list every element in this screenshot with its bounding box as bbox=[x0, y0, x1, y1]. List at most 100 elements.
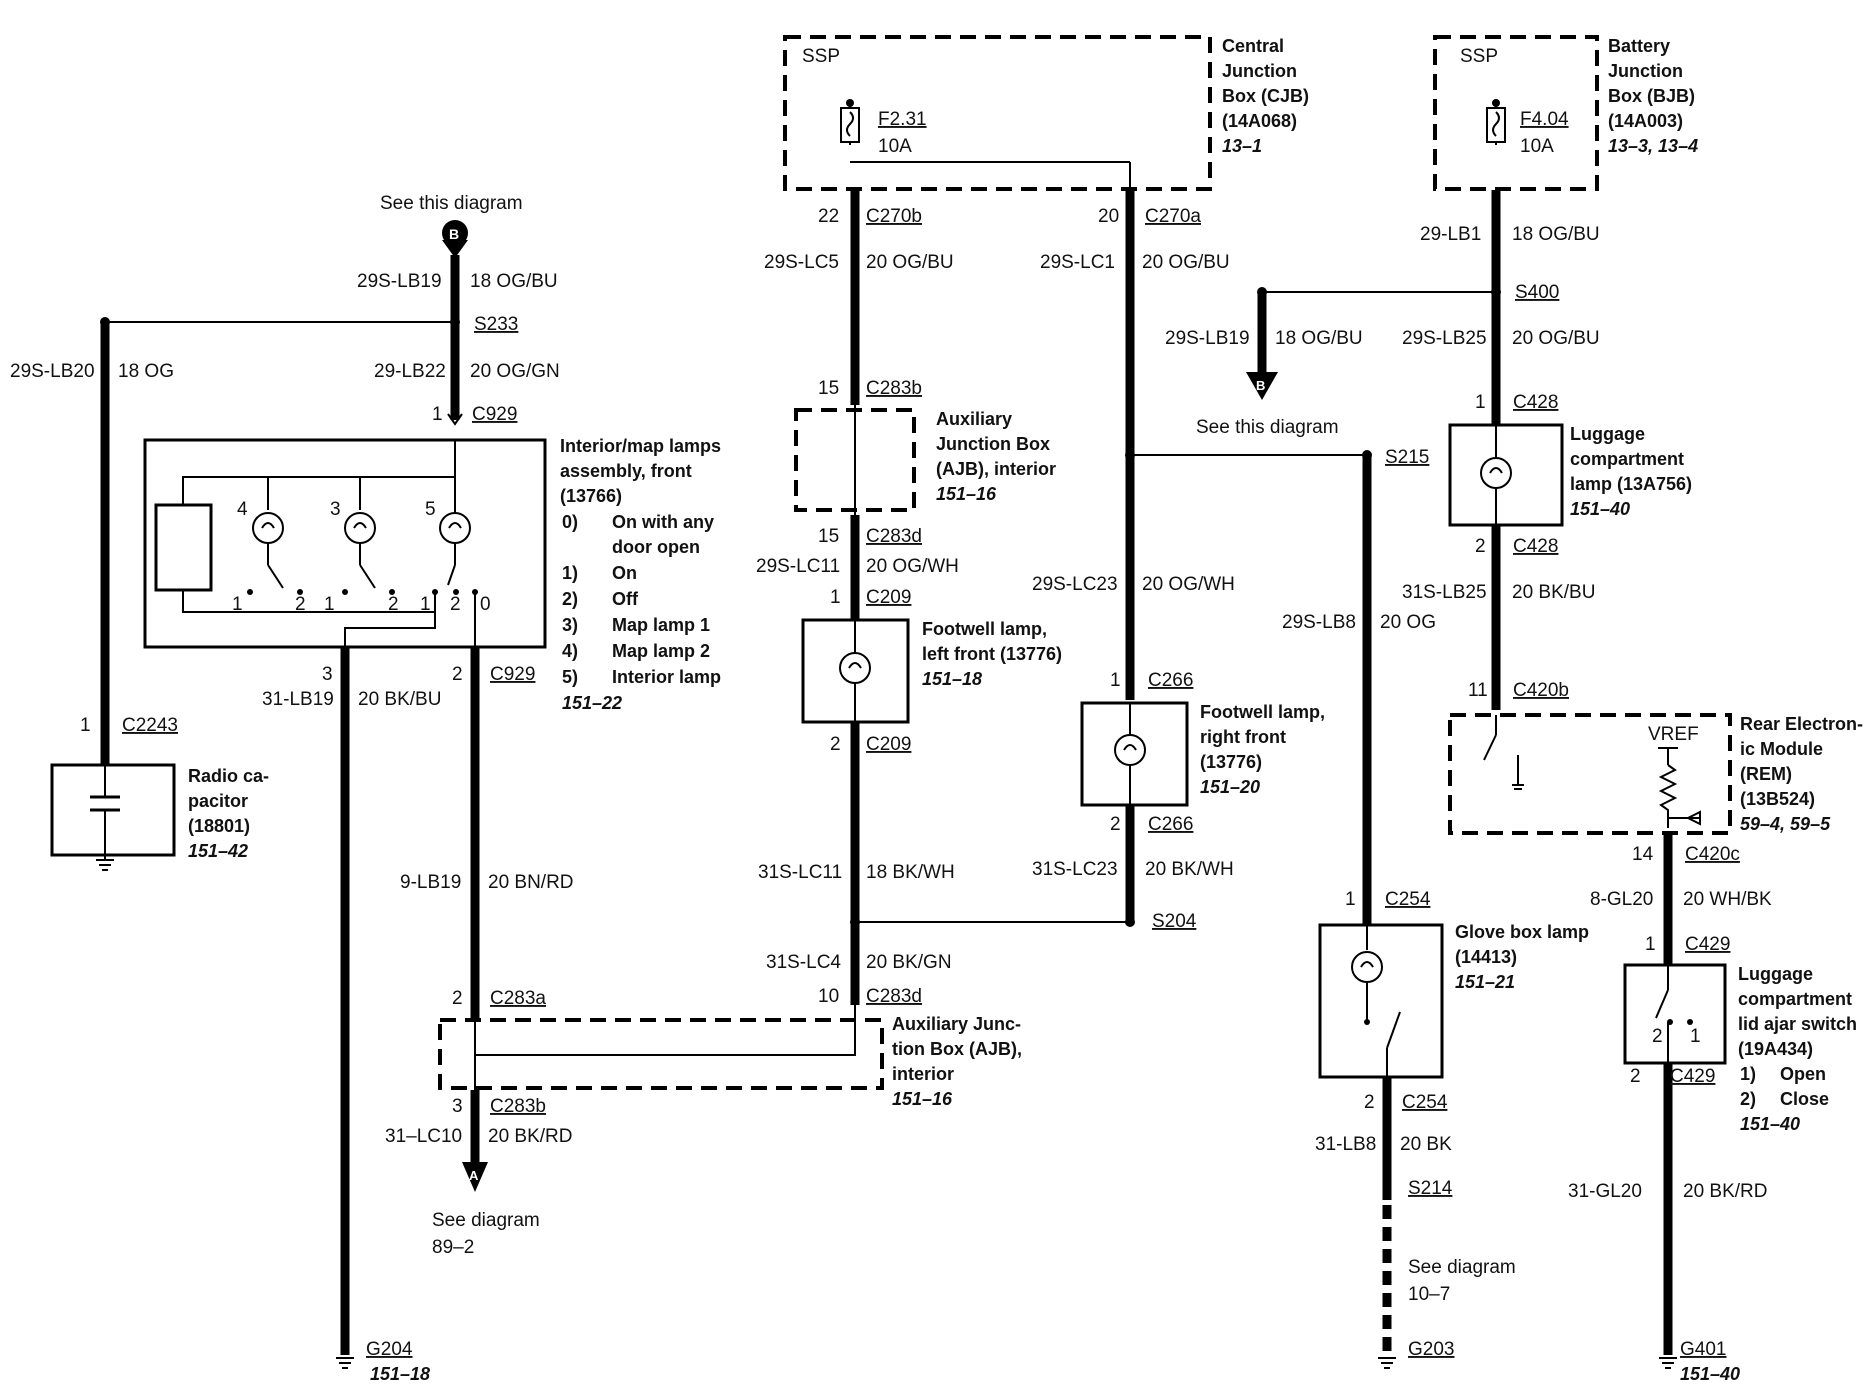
pin-number: 1 bbox=[1345, 889, 1356, 910]
glove-ref: 151–21 bbox=[1455, 972, 1515, 992]
connector-a-marker bbox=[462, 1162, 488, 1192]
pin-number: 15 bbox=[818, 526, 839, 547]
wire-code: 29S-LB8 bbox=[1282, 612, 1356, 633]
bjb-fuse-amps: 10A bbox=[1520, 136, 1554, 157]
connector-label: C283a bbox=[490, 988, 546, 1009]
pin-number: 1 bbox=[1475, 392, 1486, 413]
see-this-diagram-label: See this diagram bbox=[380, 193, 523, 214]
wire-gauge: 18 OG/BU bbox=[1512, 224, 1600, 245]
pin-number: 2 bbox=[830, 734, 841, 755]
mode-number: 1) bbox=[1740, 1064, 1756, 1084]
wire-gauge: 20 OG/BU bbox=[1512, 328, 1600, 349]
pin-number: 1 bbox=[1110, 670, 1121, 691]
see-diagram-ref: 10–7 bbox=[1408, 1284, 1450, 1305]
mode-text: On bbox=[612, 563, 637, 583]
ground-label: G204 bbox=[366, 1339, 413, 1360]
bjb-ssp-label: SSP bbox=[1460, 46, 1498, 67]
ajb-ref: 151–16 bbox=[936, 484, 997, 504]
splice-label: S233 bbox=[474, 314, 518, 335]
switch-title-4: (19A434) bbox=[1738, 1039, 1813, 1059]
connector-label: C254 bbox=[1385, 889, 1431, 910]
wire-gauge: 20 OG/BU bbox=[1142, 252, 1230, 273]
radio-capacitor-box bbox=[50, 763, 176, 857]
ajb2-title-1: Auxiliary Junc- bbox=[892, 1014, 1021, 1034]
lamp-icon bbox=[439, 477, 471, 586]
rem-title-1: Rear Electron- bbox=[1740, 714, 1863, 734]
switch-position: 2 bbox=[388, 594, 399, 615]
connector-label: C209 bbox=[866, 734, 911, 755]
wire-code: 29-LB1 bbox=[1420, 224, 1481, 245]
lamp-number: 3 bbox=[330, 499, 341, 520]
wire-gauge: 20 BK/RD bbox=[488, 1126, 572, 1147]
wire-code: 29S-LC5 bbox=[764, 252, 839, 273]
lamps-title-3: (13766) bbox=[560, 486, 622, 506]
mode-text: On with any bbox=[612, 512, 714, 532]
connector-label: C254 bbox=[1402, 1092, 1448, 1113]
cjb-fuse-amps: 10A bbox=[878, 136, 912, 157]
switch-position: 2 bbox=[295, 594, 306, 615]
connector-label: C270a bbox=[1145, 206, 1201, 227]
splice-label: S215 bbox=[1385, 447, 1429, 468]
wire-code: 8-GL20 bbox=[1590, 889, 1653, 910]
pin-number: 1 bbox=[1645, 934, 1656, 955]
footwell-left-ref: 151–18 bbox=[922, 669, 982, 689]
radio-title-3: (18801) bbox=[188, 816, 250, 836]
footwell-left-title-2: left front (13776) bbox=[922, 644, 1062, 664]
switch-icon bbox=[1655, 989, 1669, 1019]
switch-position: 2 bbox=[450, 594, 461, 615]
mode-text: door open bbox=[612, 537, 700, 557]
connector-label: C420b bbox=[1513, 680, 1569, 701]
connector-label: C266 bbox=[1148, 670, 1193, 691]
mode-number: 1) bbox=[562, 563, 578, 583]
pin-number: 10 bbox=[818, 986, 839, 1007]
wire-gauge: 20 BK bbox=[1400, 1134, 1452, 1155]
mode-text: Map lamp 2 bbox=[612, 641, 710, 661]
switch-icon bbox=[1386, 1011, 1401, 1049]
lamps-ref: 151–22 bbox=[562, 693, 622, 713]
wire-gauge: 20 BN/RD bbox=[488, 872, 574, 893]
switch-title-3: lid ajar switch bbox=[1738, 1014, 1857, 1034]
mode-number: 5) bbox=[562, 667, 578, 687]
mode-number: 2) bbox=[1740, 1089, 1756, 1109]
battery-junction-box bbox=[1433, 35, 1599, 191]
footwell-right-title-3: (13776) bbox=[1200, 752, 1262, 772]
ajb2-ref: 151–16 bbox=[892, 1089, 953, 1109]
wire-code: 29S-LC11 bbox=[756, 556, 840, 577]
vref-label: VREF bbox=[1648, 724, 1699, 745]
see-diagram-label: See diagram bbox=[1408, 1257, 1516, 1278]
pin-number: 2 bbox=[1475, 536, 1486, 557]
splice-label: S204 bbox=[1152, 911, 1197, 932]
connector-b-marker-lower bbox=[1246, 372, 1278, 400]
wire-code: 31S-LC11 bbox=[758, 862, 842, 883]
ajb2-title-3: interior bbox=[892, 1064, 954, 1084]
wire-code: 29S-LC1 bbox=[1040, 252, 1115, 273]
connector-label: C429 bbox=[1685, 934, 1730, 955]
ground-label: G203 bbox=[1408, 1339, 1454, 1360]
marker-letter: A bbox=[469, 1168, 479, 1183]
pin-number: 14 bbox=[1632, 844, 1654, 865]
mode-number: 4) bbox=[562, 641, 578, 661]
wire-gauge: 20 BK/BU bbox=[358, 689, 441, 710]
cjb-title-4: (14A068) bbox=[1222, 111, 1297, 131]
switch-position: 1 bbox=[1690, 1026, 1701, 1047]
switch-title-2: compartment bbox=[1738, 989, 1852, 1009]
wire-gauge: 20 OG/WH bbox=[1142, 574, 1235, 595]
rear-electronic-module-box bbox=[1448, 713, 1732, 835]
wire-gauge: 20 BK/RD bbox=[1683, 1181, 1767, 1202]
connector-label: C283b bbox=[490, 1096, 546, 1117]
switch-position: 2 bbox=[1652, 1026, 1663, 1047]
glove-title-1: Glove box lamp bbox=[1455, 922, 1589, 942]
wire-code: 31-GL20 bbox=[1568, 1181, 1642, 1202]
connector-label: C2243 bbox=[122, 715, 178, 736]
connector-label: C420c bbox=[1685, 844, 1740, 865]
pin-number: 20 bbox=[1098, 206, 1119, 227]
ajb-title-1: Auxiliary bbox=[936, 409, 1012, 429]
wire-code: 29S-LB20 bbox=[10, 361, 95, 382]
cjb-ref: 13–1 bbox=[1222, 136, 1262, 156]
ground-ref: 151–40 bbox=[1680, 1364, 1740, 1384]
ajb-title-2: Junction Box bbox=[936, 434, 1050, 454]
pin-number: 3 bbox=[322, 664, 333, 685]
switch-position: 1 bbox=[420, 594, 431, 615]
cjb-ssp-label: SSP bbox=[802, 46, 840, 67]
splice-label: S214 bbox=[1408, 1178, 1453, 1199]
